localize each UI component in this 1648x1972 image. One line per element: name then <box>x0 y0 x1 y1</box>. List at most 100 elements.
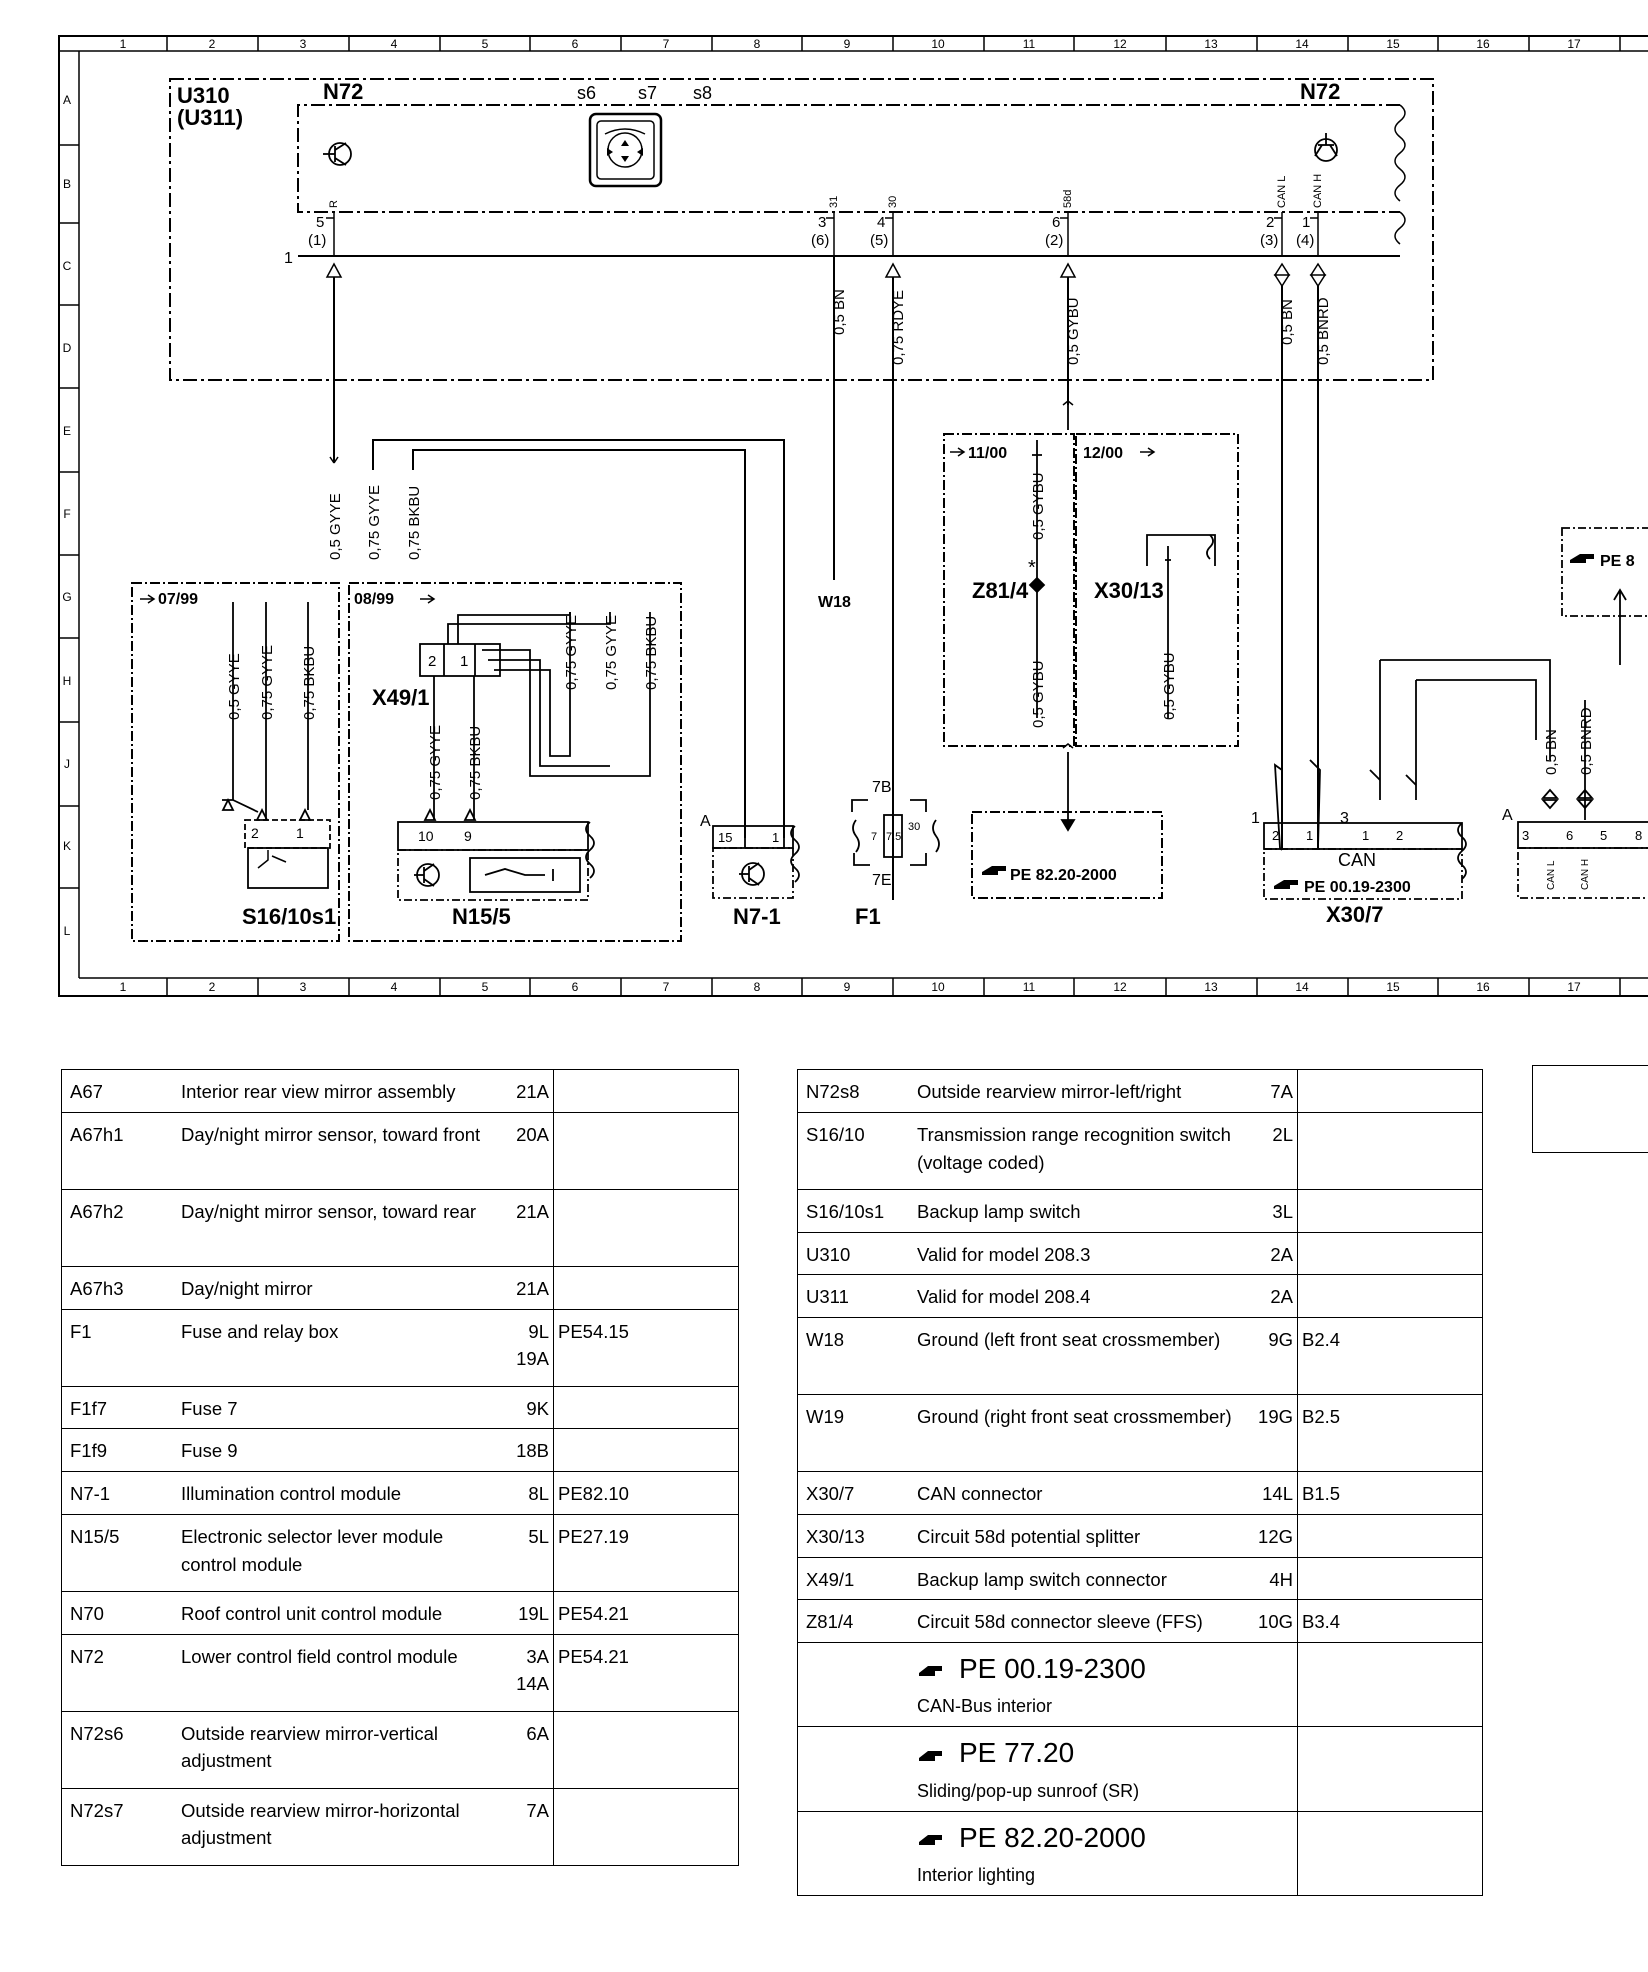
xref-cell[interactable]: PE 82.20-2000 Interior lighting <box>909 1810 1298 1897</box>
legend-ref <box>553 1385 739 1430</box>
wire-label: 0,5 GYYE <box>327 493 344 560</box>
pointing-hand-icon <box>1570 554 1594 563</box>
legend-ref <box>553 1188 739 1267</box>
col-label: 13 <box>1204 980 1218 994</box>
legend-desc: Outside rearview mirror-vertical adjustm… <box>173 1710 503 1789</box>
legend-ref <box>1297 1274 1483 1318</box>
pin-alt: (1) <box>308 232 326 249</box>
xref-title: PE 00.19-2300 <box>959 1653 1146 1684</box>
variant-box-0899 <box>348 582 682 942</box>
pin-number: 1 <box>1251 810 1260 827</box>
col-label: 4 <box>391 37 398 51</box>
variant-box-0799 <box>131 582 340 942</box>
col-label: 12 <box>1113 980 1127 994</box>
legend-code: Z81/4 <box>797 1599 909 1643</box>
col-label: 17 <box>1567 980 1581 994</box>
col-label: 6 <box>572 980 579 994</box>
connector-1-label: 1 <box>284 250 293 267</box>
legend-ref: PE82.10 <box>553 1471 739 1515</box>
x30-13-label: X30/13 <box>1094 578 1164 603</box>
pe-8220-link[interactable]: PE 82.20-2000 <box>1010 867 1117 884</box>
legend-code: U311 <box>797 1274 909 1318</box>
wire-label: 0,75 GYYE <box>366 485 383 560</box>
legend-code: W18 <box>797 1317 909 1395</box>
legend-loc: 19G <box>1249 1394 1298 1472</box>
legend-table-cut <box>1532 1065 1648 1153</box>
col-label: 2 <box>209 37 216 51</box>
xref-cell[interactable]: PE 00.19-2300 CAN-Bus interior <box>909 1641 1298 1728</box>
legend-loc: 12G <box>1249 1513 1298 1558</box>
row-label: H <box>63 674 72 688</box>
wire-label: 0,75 BKBU <box>406 486 423 560</box>
pin-number: 2 <box>1396 828 1403 843</box>
legend-desc: Backup lamp switch <box>909 1188 1249 1233</box>
f1-7e: 7E <box>872 872 892 889</box>
n72-label-left: N72 <box>323 79 363 104</box>
xref-title: PE 77.20 <box>959 1737 1075 1769</box>
legend-ref: B2.4 <box>1297 1317 1483 1395</box>
pointing-hand-icon <box>1274 880 1298 889</box>
transistor-icon <box>323 142 352 166</box>
legend-ref <box>1297 1111 1483 1190</box>
legend-code: A67h2 <box>61 1188 173 1267</box>
pin-number: 1 <box>460 653 468 670</box>
col-label: 2 <box>209 980 216 994</box>
xref-cell[interactable]: PE 77.20 Sliding/pop-up sunroof (SR) <box>909 1726 1298 1812</box>
legend-ref: B2.5 <box>1297 1394 1483 1472</box>
col-label: 7 <box>663 37 670 51</box>
legend-desc: Day/night mirror <box>173 1265 503 1310</box>
legend-ref <box>553 1111 739 1190</box>
col-label: 16 <box>1476 980 1490 994</box>
legend-loc: 7A <box>1249 1069 1298 1113</box>
legend-ref: PE27.19 <box>553 1513 739 1592</box>
col-label: 11 <box>1023 980 1036 994</box>
col-label: 6 <box>572 37 579 51</box>
xref-row: PE 82.20-2000 Interior lighting <box>797 1810 1483 1897</box>
legend-desc: Circuit 58d potential splitter <box>909 1513 1249 1558</box>
wire-label: 0,5 BN <box>831 289 848 335</box>
wire-label: 0,5 GYBU <box>1030 660 1047 728</box>
legend-ref <box>1297 1231 1483 1276</box>
col-label: 9 <box>844 980 851 994</box>
wire-label: 0,75 BKBU <box>467 726 484 800</box>
pointing-hand-icon <box>919 1834 942 1845</box>
legend-loc: 21A <box>503 1069 554 1113</box>
u310-boundary <box>169 78 1434 381</box>
pe-0019-link[interactable]: PE 00.19-2300 <box>1304 879 1411 896</box>
legend-loc: 14L <box>1249 1471 1298 1515</box>
legend-ref <box>553 1710 739 1789</box>
legend-code: U310 <box>797 1231 909 1276</box>
pin-number: 10 <box>418 828 434 844</box>
legend-loc: 9K <box>503 1385 554 1430</box>
f1-terminal: 30 <box>908 821 920 833</box>
pin-number: 2 <box>1266 214 1274 231</box>
pin-number: 5 <box>1600 828 1607 843</box>
pin-term: CAN L <box>1546 860 1557 890</box>
n72-label-right: N72 <box>1300 79 1340 104</box>
pe-link-cut[interactable]: PE 8 <box>1600 553 1635 570</box>
row-label: K <box>63 839 71 853</box>
pin-term: 31 <box>828 196 840 208</box>
legend-desc: Ground (left front seat crossmember) <box>909 1317 1249 1395</box>
pin-alt: (5) <box>870 232 888 249</box>
n15-5-label: N15/5 <box>452 904 511 929</box>
pin-term: 58d <box>1062 190 1074 208</box>
variant-box-1100 <box>943 433 1075 747</box>
can-label: CAN <box>1338 850 1376 870</box>
xref-title: PE 82.20-2000 <box>959 1821 1146 1853</box>
switch-s6-label: s6 <box>577 83 596 103</box>
xref-subtitle: CAN-Bus interior <box>917 1696 1053 1717</box>
col-label: 13 <box>1204 37 1218 51</box>
legend-code: N72s6 <box>61 1710 173 1789</box>
xref-row: PE 77.20 Sliding/pop-up sunroof (SR) <box>797 1726 1483 1812</box>
